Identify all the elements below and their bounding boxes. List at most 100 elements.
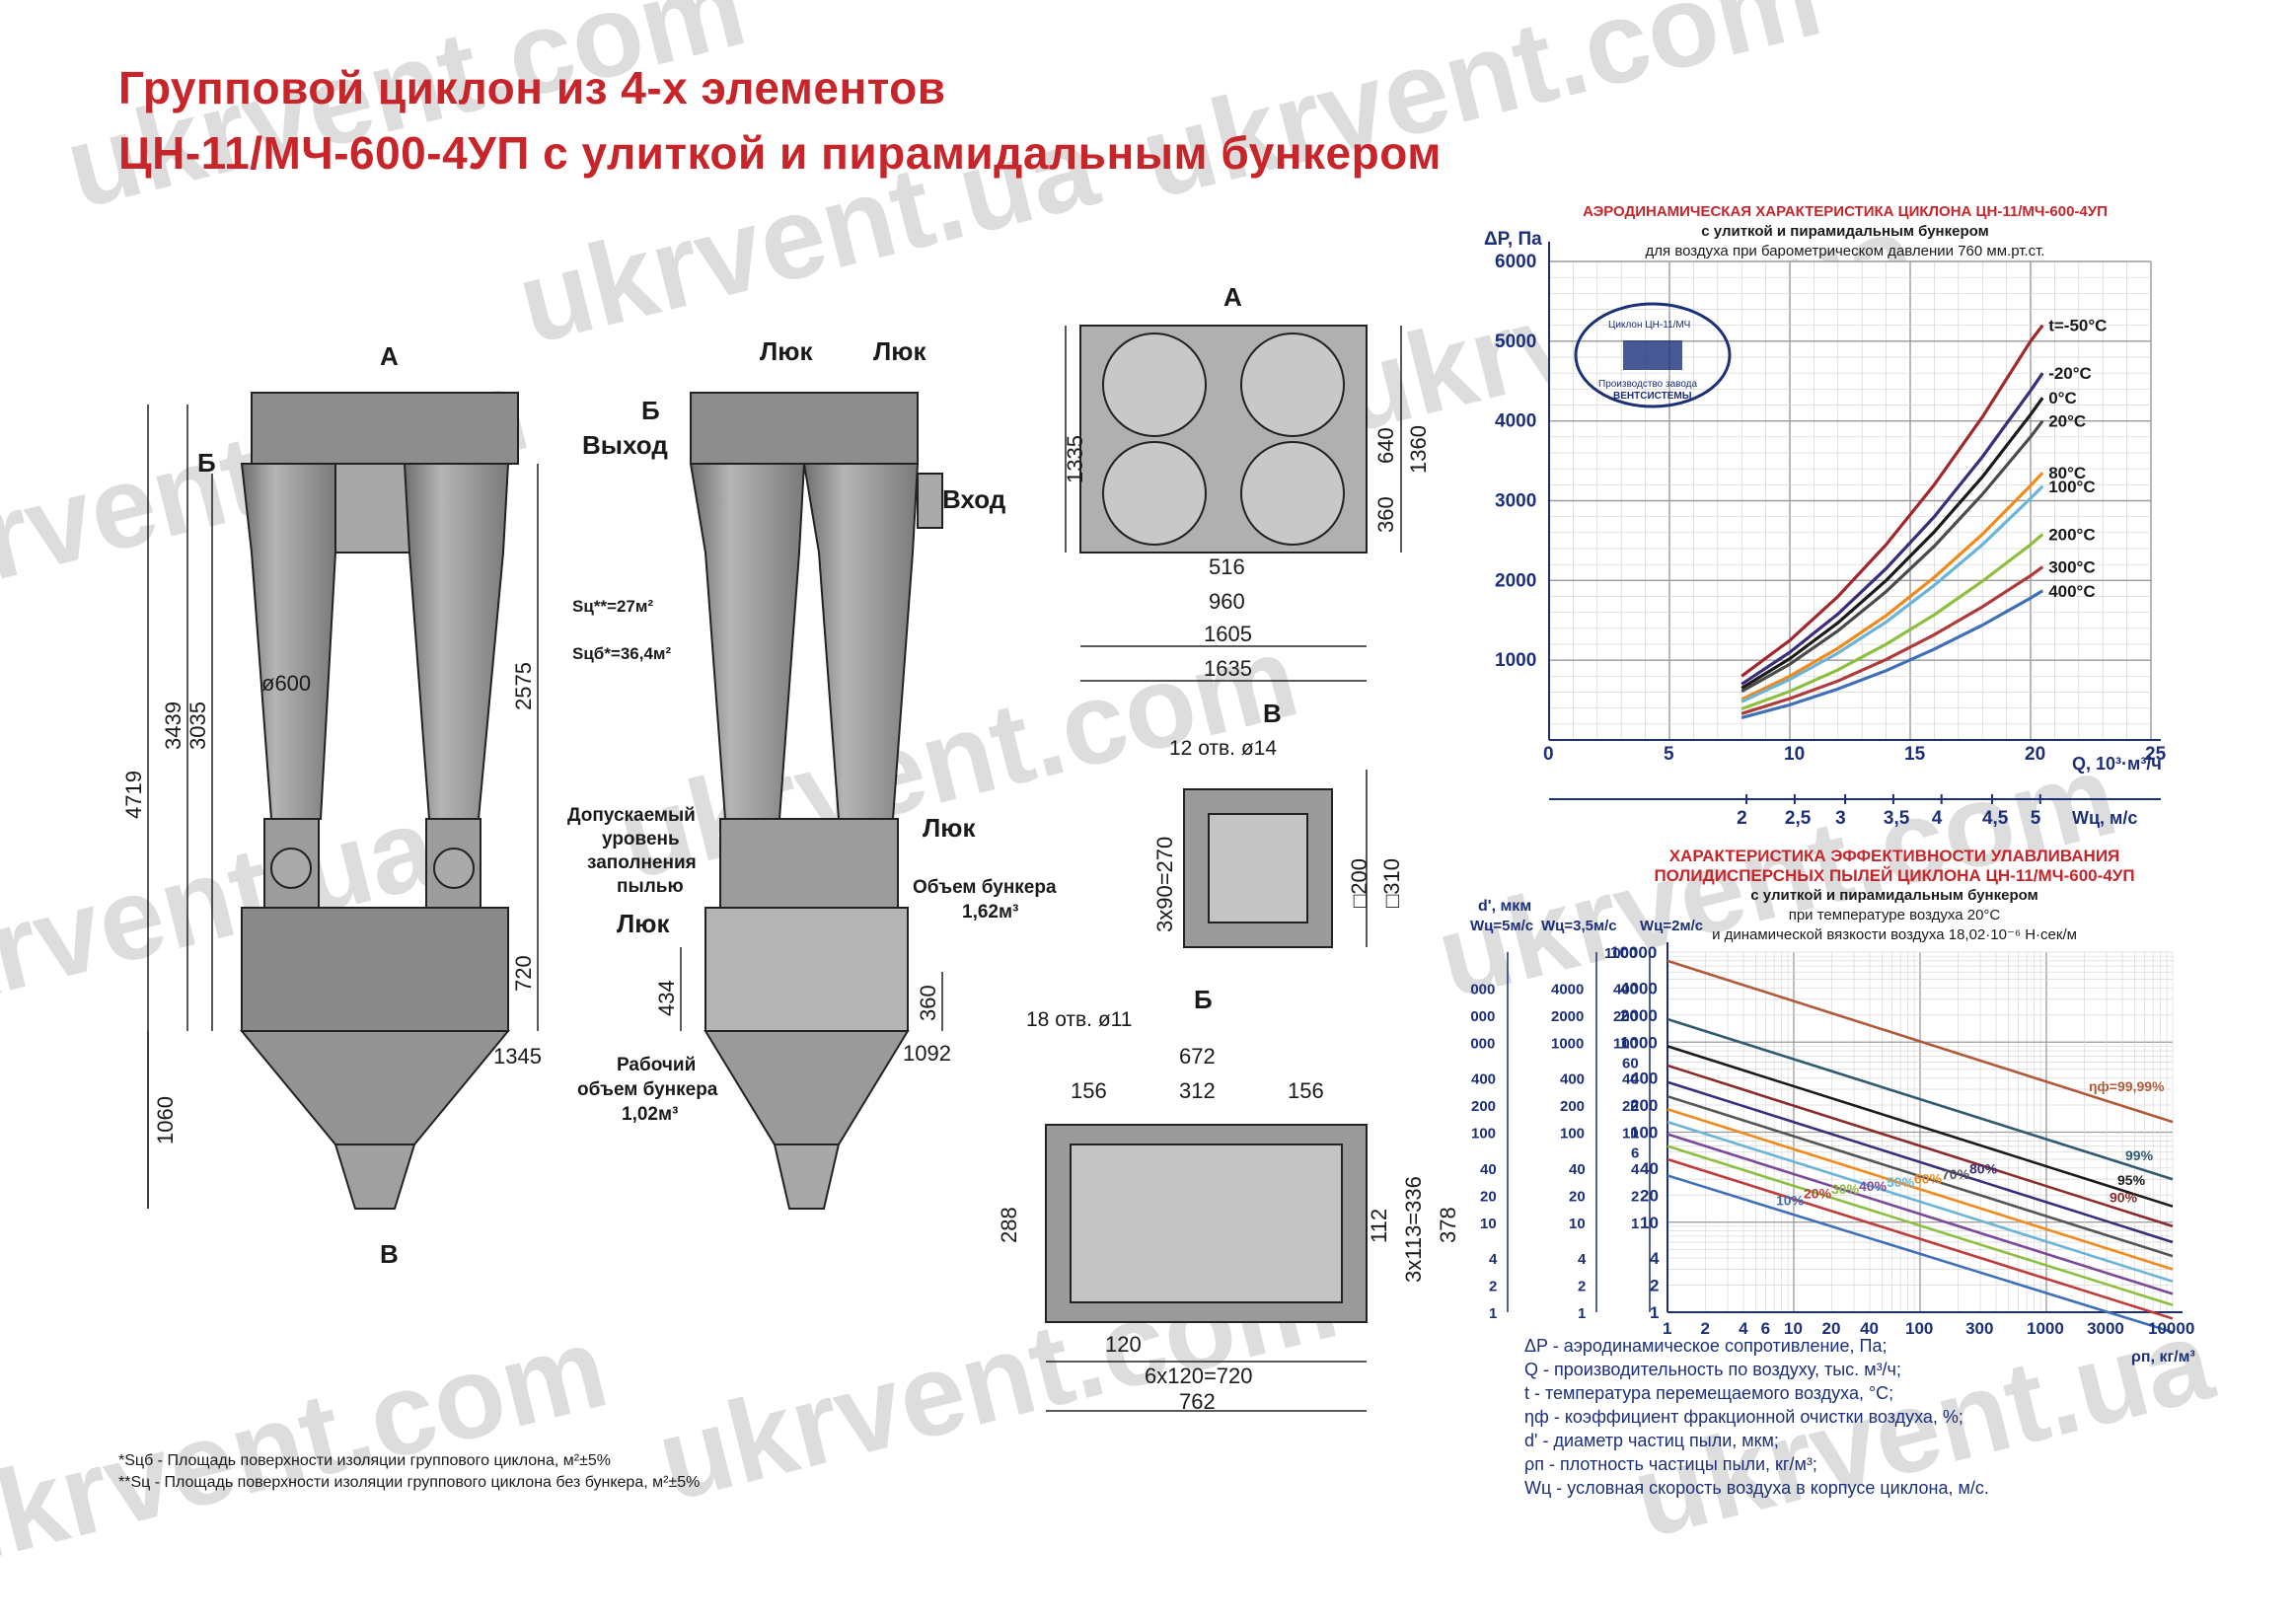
dim-6x120: 6х120=720 bbox=[1145, 1364, 1253, 1388]
front-hopper bbox=[239, 1030, 511, 1145]
chart1-series-label: 200°С bbox=[2048, 525, 2095, 544]
chart2-title-line5: и динамической вязкости воздуха 18,02·10… bbox=[1712, 926, 2077, 943]
chart2-aux-tick: 10 bbox=[1569, 1216, 1586, 1232]
chart2-aux-tick: 200 bbox=[1560, 1098, 1585, 1115]
chart2-title-line2: ПОЛИДИСПЕРСНЫХ ПЫЛЕЙ ЦИКЛОНА ЦН-11/МЧ-60… bbox=[1654, 866, 2135, 885]
chart2-xtick: 100 bbox=[1905, 1319, 1933, 1338]
chart2-series-label: 40% bbox=[1859, 1178, 1888, 1194]
chart2-aux-tick: 4 bbox=[1578, 1251, 1587, 1268]
chart2-aux-tick: 100 bbox=[1471, 1126, 1496, 1143]
chart2-series-line bbox=[1666, 1174, 2174, 1334]
dim-720: 720 bbox=[511, 955, 536, 992]
side-hopper bbox=[704, 1030, 910, 1145]
chart1-series-line bbox=[1741, 533, 2044, 711]
legend-item: ρп - плотность частицы пыли, кг/м³; bbox=[1524, 1454, 1817, 1474]
label-sc: Sц**=27м² bbox=[572, 597, 653, 616]
label-holes-b: 12 отв. ø14 bbox=[1169, 737, 1277, 760]
chart1-ytick: 3000 bbox=[1495, 491, 1536, 512]
legend-item: Q - производительность по воздуху, тыс. … bbox=[1524, 1360, 1901, 1379]
label-diameter: ø600 bbox=[261, 671, 311, 696]
chart2-aux-tick: 2 bbox=[1631, 1188, 1639, 1205]
chart2-series-label: 90% bbox=[2110, 1190, 2138, 1206]
chart2-col1: Wц=5м/с bbox=[1470, 918, 1533, 934]
dim-312: 312 bbox=[1179, 1078, 1216, 1103]
front-top-housing bbox=[251, 392, 519, 465]
label-work-vol-1: Рабочий bbox=[617, 1055, 696, 1075]
chart2-series-line bbox=[1666, 1094, 2174, 1258]
chart1-x2-tick: 3 bbox=[1835, 808, 1846, 829]
chart1-series-line bbox=[1741, 589, 2044, 719]
chart2-aux-tick: 1000 bbox=[1551, 1035, 1584, 1052]
chart2-ytick: 2 bbox=[1650, 1277, 1659, 1295]
label-view-b: Б bbox=[1194, 985, 1213, 1014]
chart1-title-line2: с улиткой и пирамидальным бункером bbox=[1701, 223, 1989, 240]
dim-378: 378 bbox=[1436, 1207, 1460, 1243]
chart2-ylabel: d', мкм bbox=[1478, 898, 1531, 915]
chart2-aux-tick: 1 bbox=[1631, 1216, 1639, 1232]
label-fill-level-2: уровень bbox=[602, 829, 680, 849]
chart2-aux-tick: 1000 bbox=[1604, 945, 1637, 962]
chart2-xlabel: ρп, кг/м³ bbox=[2131, 1349, 2195, 1366]
chart2-aux-tick: 4000 bbox=[1551, 981, 1584, 997]
chart1-series-label: 300°С bbox=[2048, 558, 2095, 577]
dim-288: 288 bbox=[997, 1207, 1021, 1243]
label-work-vol-2: объем бункера bbox=[577, 1079, 718, 1100]
chart2-aux-tick: 100 bbox=[1560, 1126, 1585, 1143]
side-cyclone-left bbox=[689, 463, 806, 820]
chart1-x2-tick: 3,5 bbox=[1884, 808, 1910, 829]
side-bunker bbox=[704, 907, 909, 1032]
label-bunker-vol-2: 1,62м³ bbox=[962, 902, 1018, 923]
chart1-series-label: -20°С bbox=[2048, 364, 2092, 383]
chart2-series-line bbox=[1666, 959, 2174, 1124]
chart2-aux-tick: 10 bbox=[1480, 1216, 1497, 1232]
chart2-ytick: 4000 bbox=[1620, 979, 1658, 997]
label-fill-level-1: Допускаемый bbox=[567, 805, 696, 826]
chart1-series-line bbox=[1741, 484, 2044, 703]
dim-1635: 1635 bbox=[1204, 656, 1252, 681]
chart1-ytick: 1000 bbox=[1495, 650, 1536, 671]
chart2-series-line bbox=[1666, 1045, 2174, 1208]
chart2-aux-tick: 2 bbox=[1489, 1279, 1497, 1295]
chart2-aux-tick: 1000 bbox=[1470, 1035, 1495, 1052]
chart1-x2-tick: 2,5 bbox=[1785, 808, 1812, 829]
chart1-labels: t=-50°С-20°С0°С20°С80°С100°С200°С300°С40… bbox=[2048, 317, 2107, 601]
label-holes-v: 18 отв. ø11 bbox=[1026, 1008, 1132, 1031]
dim-672: 672 bbox=[1179, 1044, 1216, 1069]
dim-1335: 1335 bbox=[1063, 435, 1087, 483]
dim-1092: 1092 bbox=[903, 1041, 951, 1066]
chart2-xtick: 20 bbox=[1822, 1319, 1841, 1338]
chart2-title-line4: при температуре воздуха 20°С bbox=[1788, 907, 2001, 923]
chart2-series-label: 20% bbox=[1804, 1185, 1832, 1201]
chart1-xtick: 10 bbox=[1784, 744, 1805, 765]
chart2-series-label: 60% bbox=[1914, 1170, 1943, 1186]
chart2-xtick: 1 bbox=[1663, 1319, 1671, 1338]
chart2-aux-tick: 200 bbox=[1471, 1098, 1496, 1115]
chart2-ytick: 400 bbox=[1630, 1070, 1658, 1088]
chart1-series-label: t=-50°С bbox=[2048, 317, 2107, 335]
chart1-x2-tick: 4,5 bbox=[1982, 808, 2009, 829]
chart2-aux-tick: 40 bbox=[1569, 1161, 1586, 1178]
chart2-aux-tick: 40 bbox=[1622, 1071, 1639, 1088]
chart1-ytick: 2000 bbox=[1495, 570, 1536, 591]
chart2-ytick: 1000 bbox=[1620, 1033, 1658, 1052]
chart2-series-label: 70% bbox=[1942, 1166, 1970, 1182]
chart2-aux-tick: 20 bbox=[1622, 1098, 1639, 1115]
front-cyclone-right bbox=[403, 463, 510, 820]
dim-4719: 4719 bbox=[121, 771, 146, 819]
label-lyuk-1: Люк bbox=[760, 336, 813, 366]
dim-112: 112 bbox=[1367, 1209, 1391, 1243]
chart2-series-line bbox=[1666, 1120, 2174, 1283]
label-work-vol-3: 1,02м³ bbox=[622, 1104, 678, 1125]
label-b-side: Б bbox=[641, 396, 660, 425]
legend-item: ΔP - аэродинамическое сопротивление, Па; bbox=[1524, 1336, 1888, 1356]
technical-drawing: А Б В ø600 Б Выход Вход Люк Люк Люк Люк … bbox=[121, 282, 1460, 1414]
chart2-ytick: 2000 bbox=[1620, 1006, 1658, 1025]
chart2-series-label: 10% bbox=[1776, 1193, 1805, 1209]
legend-item: t - температура перемещаемого воздуха, °… bbox=[1524, 1383, 1894, 1403]
dim-640: 640 bbox=[1373, 427, 1398, 464]
chart2-aux-tick: 4000 bbox=[1470, 981, 1495, 997]
label-fill-level-3: заполнения bbox=[587, 852, 697, 873]
chart1-series-line bbox=[1741, 565, 2044, 715]
chart1-x2-tick: 5 bbox=[2031, 808, 2041, 829]
dim-1345: 1345 bbox=[493, 1044, 542, 1069]
